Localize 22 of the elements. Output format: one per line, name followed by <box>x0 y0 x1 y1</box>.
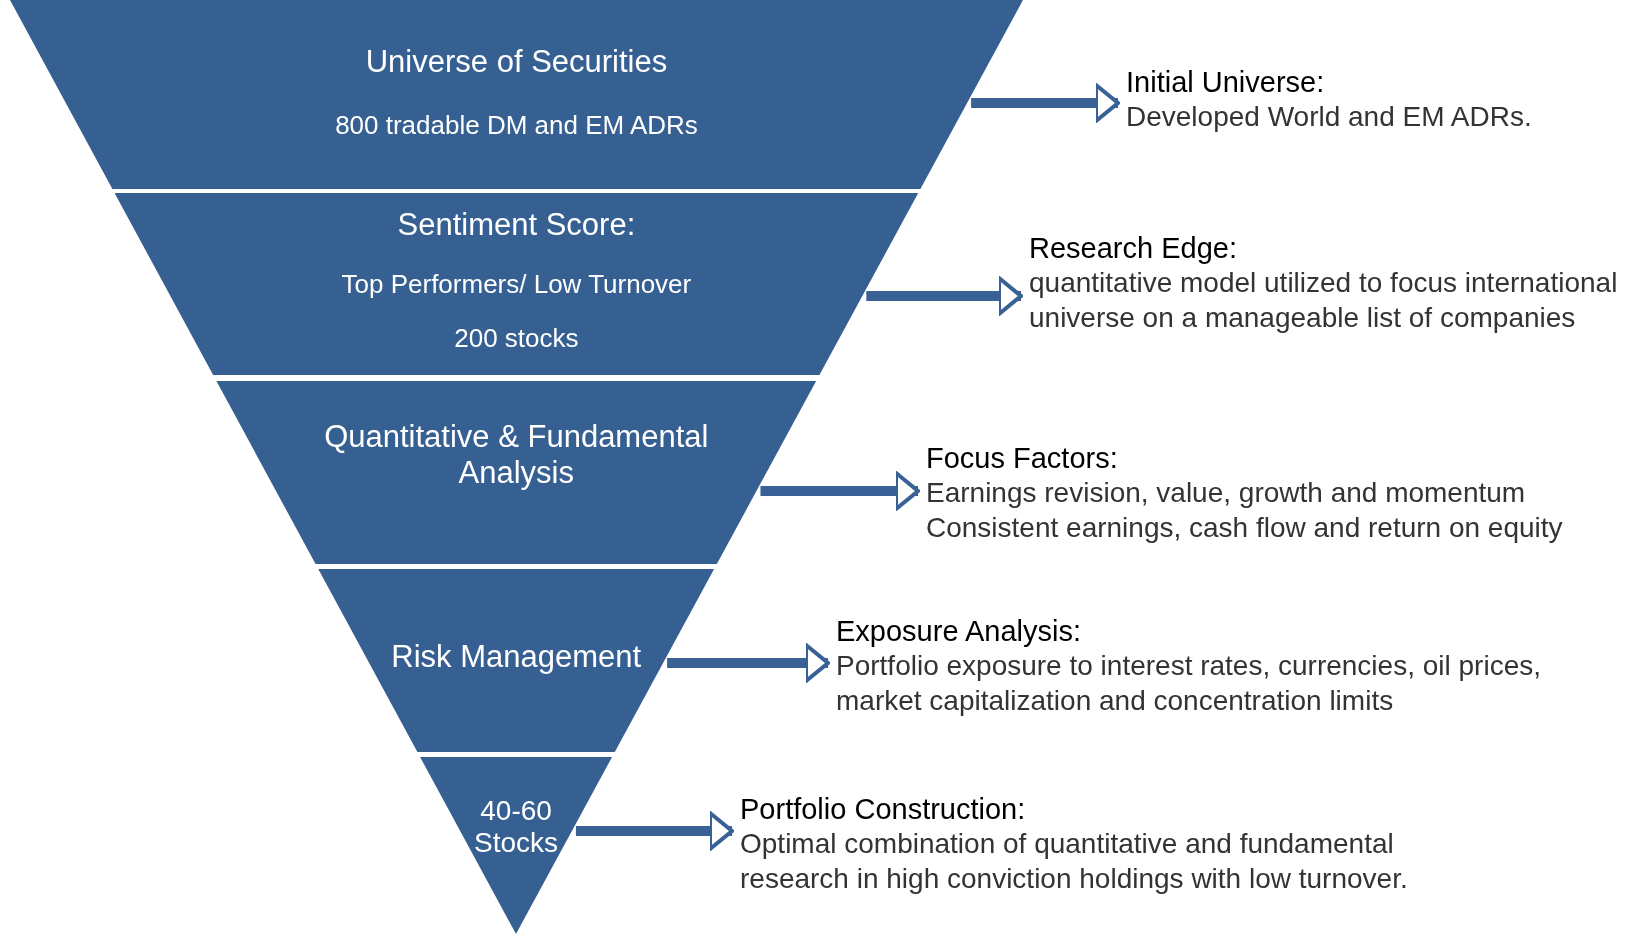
block-arrow <box>971 83 1120 123</box>
step-description: Developed World and EM ADRs. <box>1126 100 1533 134</box>
block-arrow <box>760 471 920 511</box>
band-text: Top Performers/ Low Turnover <box>340 269 693 300</box>
band-title: 40-60 Stocks <box>473 795 560 859</box>
step-description: Optimal combination of quantitative and fundamental research in high conviction holdings with low turnover. <box>740 827 1409 896</box>
band-text: 800 tradable DM and EM ADRs <box>334 110 699 141</box>
band-title: Quantitative & Fundamental Analysis <box>323 419 710 491</box>
step-heading: Initial Universe: <box>1126 66 1326 99</box>
step-heading: Research Edge: <box>1029 232 1238 265</box>
band-title: Universe of Securities <box>364 44 669 80</box>
step-description: quantitative model utilized to focus international universe on a manageable list of companies <box>1029 266 1619 335</box>
band-title: Risk Management <box>390 639 643 675</box>
step-heading: Focus Factors: <box>926 442 1119 475</box>
block-arrow <box>866 276 1023 316</box>
step-heading: Exposure Analysis: <box>836 615 1082 648</box>
block-arrow <box>667 643 830 683</box>
step-description: Earnings revision, value, growth and momentum Consistent earnings, cash flow and return on equity <box>926 476 1564 545</box>
step-heading: Portfolio Construction: <box>740 793 1027 826</box>
step-description: Portfolio exposure to interest rates, currencies, oil prices, market capitalization and concentration limits <box>836 649 1542 718</box>
band-text: 200 stocks <box>453 323 580 354</box>
band-title: Sentiment Score: <box>396 207 637 243</box>
